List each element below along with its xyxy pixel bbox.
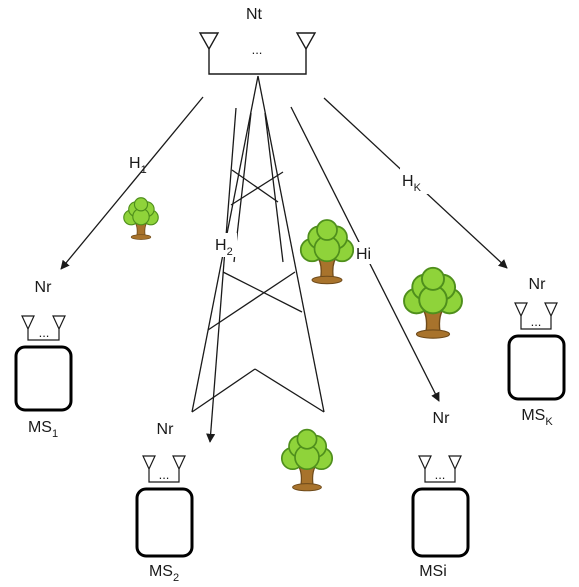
tree-icon — [123, 197, 159, 241]
mobile-station-box — [507, 334, 566, 401]
station-antenna-count: Nr — [35, 279, 53, 296]
mobile-station-1: Nr ... MS1 — [14, 279, 73, 440]
station-antenna-icon — [172, 455, 186, 471]
channel-label-hk: HK — [402, 173, 422, 194]
tx-antenna-left-icon — [198, 32, 220, 51]
mobile-station-box — [14, 345, 73, 412]
station-antenna-ellipsis: ... — [531, 314, 542, 329]
channel-arrow-h2 — [206, 107, 237, 443]
station-antenna-count: Nr — [433, 410, 451, 427]
station-antenna-icon — [52, 315, 66, 331]
mobile-station-box — [135, 487, 194, 558]
station-label: MSK — [521, 407, 553, 428]
station-antenna-icon — [514, 302, 528, 318]
transmitter-antenna-array: Nt ... — [198, 6, 317, 75]
channel-label-h2-background — [213, 233, 237, 257]
station-label: MSi — [419, 563, 447, 580]
station-antenna-count: Nr — [529, 276, 547, 293]
station-antenna-feed-line — [520, 316, 552, 330]
mobile-station-i: Nr ... MSi — [411, 410, 470, 580]
channel-label-hi: Hi — [356, 246, 371, 263]
station-antenna-ellipsis: ... — [39, 325, 50, 340]
station-antenna-icon — [21, 315, 35, 331]
tx-antenna-ellipsis: ... — [252, 42, 263, 57]
station-antenna-icon — [142, 455, 156, 471]
tree-icon — [403, 266, 463, 340]
tree-icon — [280, 428, 334, 492]
station-antenna-icon — [544, 302, 558, 318]
station-antenna-ellipsis: ... — [435, 467, 446, 482]
station-label: MS1 — [28, 419, 58, 440]
channel-label-h2: H2 — [215, 237, 233, 258]
tx-antenna-right-icon — [295, 32, 317, 51]
channel-label-hk-background — [400, 168, 430, 194]
mobile-station-2: Nr ... MS2 — [135, 421, 194, 584]
channel-label-hi-background — [354, 242, 378, 264]
mobile-station-k: Nr ... MSK — [507, 276, 566, 428]
station-antenna-icon — [448, 455, 462, 471]
station-label: MS2 — [149, 563, 179, 582]
channel-arrow-h1 — [60, 96, 204, 270]
transmitter-antenna-count: Nt — [246, 6, 263, 23]
station-antenna-feed-line — [424, 469, 456, 483]
station-antenna-feed-line — [27, 329, 60, 341]
station-antenna-feed-line — [148, 469, 180, 483]
channel-label-h1: H1 — [129, 155, 147, 176]
tx-antenna-feed-line — [208, 49, 307, 75]
mobile-station-box — [411, 487, 470, 558]
transmission-tower-icon — [191, 75, 325, 413]
station-antenna-ellipsis: ... — [159, 467, 170, 482]
tree-icon — [299, 219, 355, 285]
station-antenna-count: Nr — [157, 421, 175, 438]
station-antenna-icon — [418, 455, 432, 471]
